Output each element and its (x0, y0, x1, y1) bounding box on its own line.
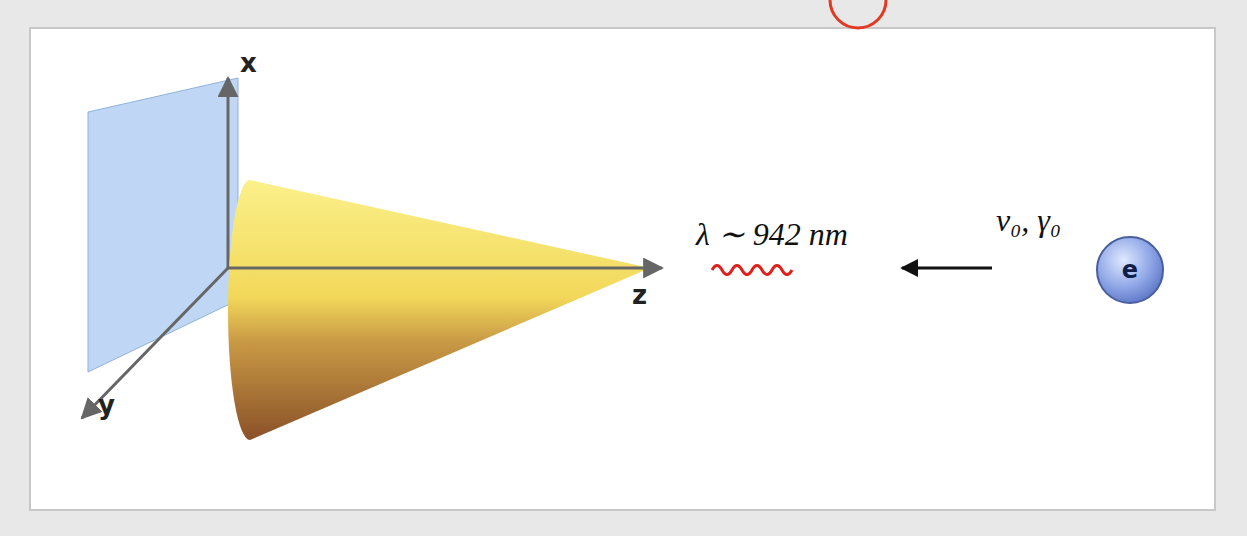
highlight-circle (830, 0, 886, 28)
electron-outline (1097, 237, 1163, 303)
y-axis (82, 268, 228, 418)
radiation-cone (228, 180, 650, 440)
panel (30, 28, 1215, 510)
electron-circle: e (1095, 235, 1165, 305)
velocity-arrow (902, 267, 992, 270)
x-axis (227, 78, 230, 268)
axis-label: x (240, 50, 257, 76)
z-axis (228, 267, 662, 270)
axis-label: z (632, 282, 647, 308)
light-wave (712, 266, 792, 275)
detector-plane (88, 78, 238, 372)
velocity-label: v₀, γ₀ (996, 204, 1061, 236)
axis-label: y (98, 392, 115, 418)
particle-symbol: e (1122, 256, 1138, 284)
wavelength-label: λ ∼ 942 nm (696, 218, 848, 250)
